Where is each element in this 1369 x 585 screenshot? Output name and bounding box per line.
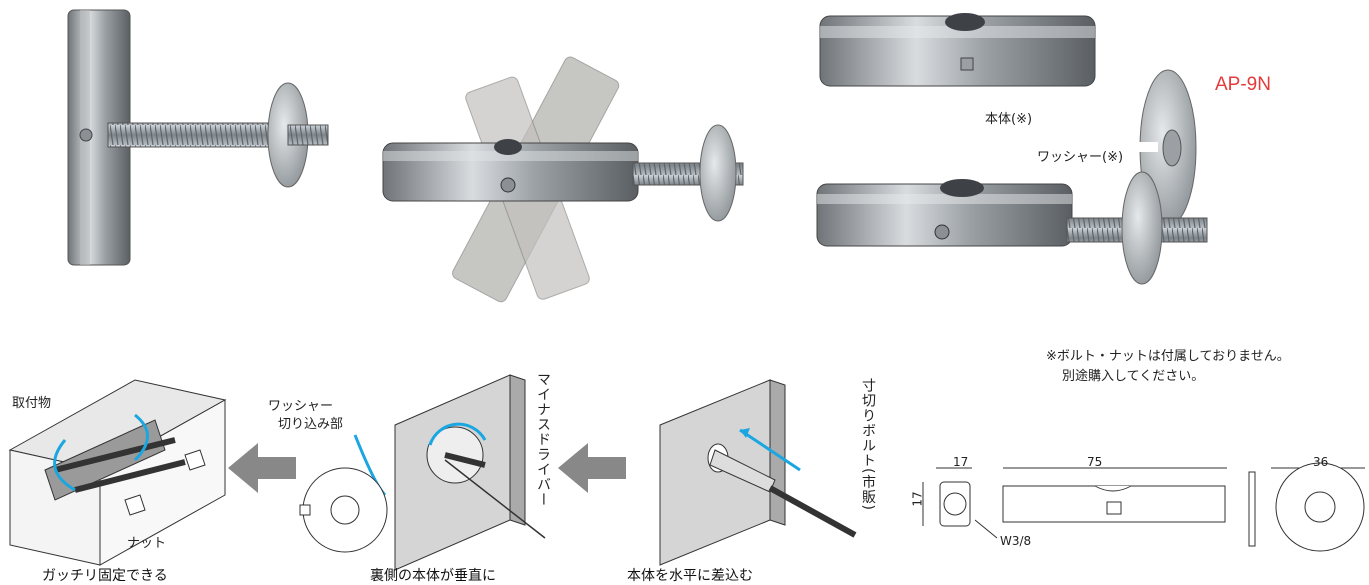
washer-notch-label-2: 切り込み部	[278, 417, 344, 432]
left-arrow-icon	[558, 443, 626, 493]
step3-caption: ガッチリ固定できる	[42, 568, 168, 584]
note-line-2: 別途購入してください。	[1062, 369, 1205, 384]
model-number: AP-9N	[1215, 74, 1271, 95]
left-arrow-icon	[228, 443, 296, 493]
dim-washer-diameter: 36	[1313, 455, 1329, 469]
dim-height: 17	[910, 491, 925, 507]
anchor-photo-rotating	[382, 56, 744, 303]
washer-notch-label-1: ワッシャー	[268, 399, 334, 414]
step1-illustration	[659, 379, 857, 566]
anchor-body-photo	[819, 13, 1096, 87]
washer-label: ワッシャー(※)	[1037, 150, 1124, 165]
anchor-photo-vertical	[67, 9, 329, 266]
body-label: 本体(※)	[985, 112, 1033, 127]
bolt-label: 寸切りボルト(市販)	[860, 378, 876, 511]
dim-width-small: 17	[953, 455, 969, 469]
mount-label: 取付物	[12, 396, 52, 411]
accessory-note: ※ボルト・ナットは付属しておりません。 別途購入してください。	[1046, 347, 1290, 387]
note-line-1: ※ボルト・ナットは付属しておりません。	[1046, 349, 1290, 364]
anchor-photo-assembled	[816, 171, 1208, 285]
dim-length: 75	[1087, 455, 1103, 469]
step3-illustration	[8, 379, 227, 566]
step2-illustration	[299, 374, 546, 571]
step1-caption: 本体を水平に差込む	[627, 568, 753, 584]
dimension-drawing	[922, 462, 1365, 552]
nut-label: ナット	[127, 536, 167, 551]
step2-caption: 裏側の本体が垂直に	[370, 568, 496, 584]
dim-thread: W3/8	[1000, 534, 1032, 548]
screwdriver-label: マイナスドライバー	[535, 372, 551, 507]
